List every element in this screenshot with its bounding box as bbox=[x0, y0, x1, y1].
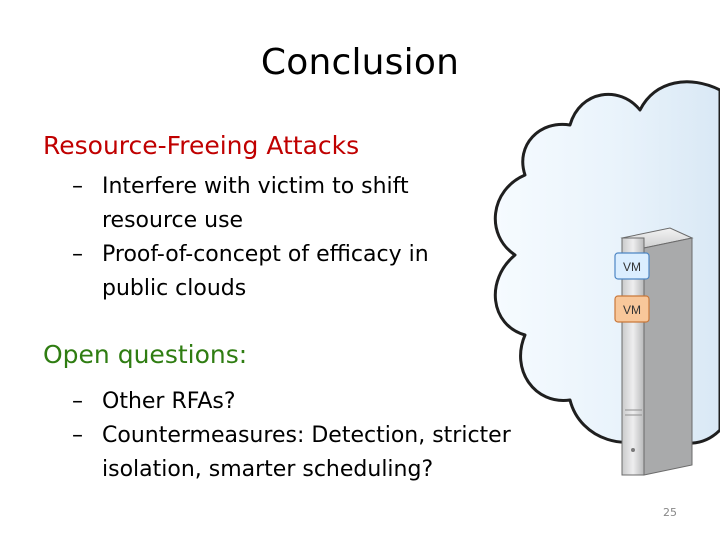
bullet-text: Other RFAs? bbox=[102, 389, 236, 414]
list-item: – Interfere with victim to shift resourc… bbox=[72, 170, 472, 238]
section-heading-open-questions: Open questions: bbox=[43, 340, 248, 369]
bullet-dash: – bbox=[72, 423, 83, 448]
bullet-list-rfa: – Interfere with victim to shift resourc… bbox=[72, 170, 472, 306]
bullet-text: Countermeasures: Detection, stricter iso… bbox=[102, 423, 511, 482]
list-item: – Countermeasures: Detection, stricter i… bbox=[72, 419, 542, 487]
bullet-dash: – bbox=[72, 242, 83, 267]
bullet-dash: – bbox=[72, 174, 83, 199]
vm-box-2: VM bbox=[614, 295, 650, 323]
list-item: – Proof-of-concept of efficacy in public… bbox=[72, 238, 472, 306]
bullet-list-open-questions: – Other RFAs? – Countermeasures: Detecti… bbox=[72, 385, 542, 487]
bullet-text: Interfere with victim to shift resource … bbox=[102, 174, 409, 233]
section-heading-resource-freeing-attacks: Resource-Freeing Attacks bbox=[43, 131, 360, 160]
cloud-server-illustration: VM VM bbox=[493, 80, 720, 476]
page-number: 25 bbox=[663, 506, 677, 519]
vm-label-2: VM bbox=[623, 303, 641, 317]
slide-title: Conclusion bbox=[260, 42, 460, 83]
list-item: – Other RFAs? bbox=[72, 385, 542, 419]
vm-label-1: VM bbox=[623, 260, 641, 274]
vm-box-1: VM bbox=[614, 252, 650, 280]
bullet-dash: – bbox=[72, 389, 83, 414]
bullet-text: Proof-of-concept of efficacy in public c… bbox=[102, 242, 429, 301]
